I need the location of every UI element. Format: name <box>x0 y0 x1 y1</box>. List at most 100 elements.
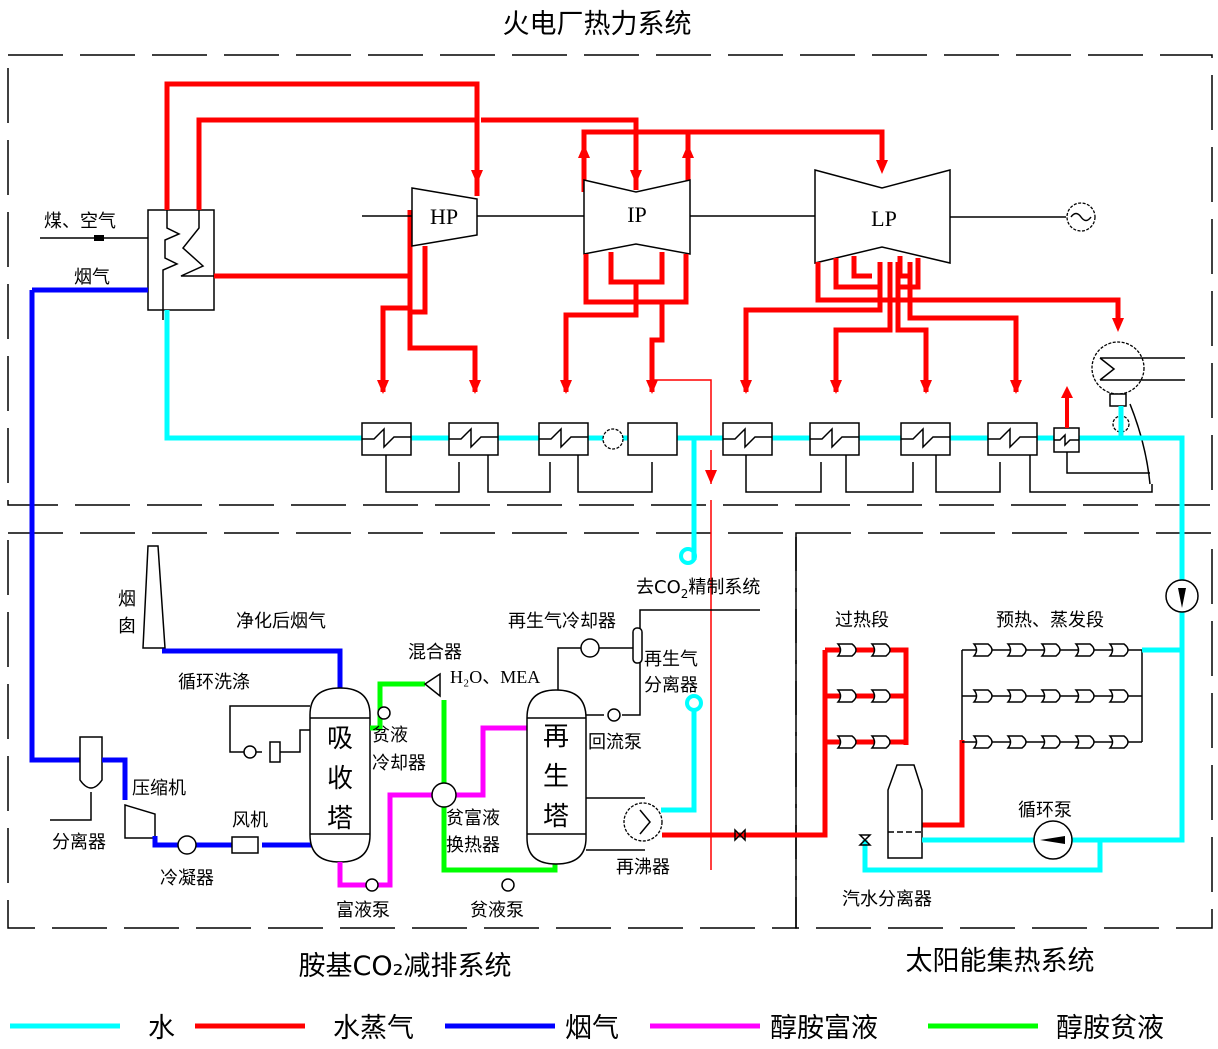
solar-collector <box>1108 735 1129 749</box>
heater <box>448 422 499 456</box>
solar-collector <box>1074 689 1095 703</box>
regen-gas-cooler-label: 再生气冷却器 <box>508 611 616 632</box>
solar-collector <box>1006 735 1027 749</box>
solar-collector <box>1074 735 1095 749</box>
heater <box>538 422 589 456</box>
valve-icon <box>734 828 746 842</box>
heater <box>809 422 860 456</box>
mixer-label: 混合器 <box>408 642 462 663</box>
reflux-pump-label: 回流泵 <box>588 732 642 753</box>
fan-label: 风机 <box>232 810 268 831</box>
arrow-icon <box>94 235 104 241</box>
regen-gas-separator-icon <box>632 627 643 664</box>
boiler <box>40 209 215 320</box>
compressor <box>124 803 156 839</box>
lean-pump-label: 贫液泵 <box>470 900 524 921</box>
hx-label-2: 换热器 <box>446 835 500 856</box>
legend-item: 烟气 <box>445 1013 619 1044</box>
hx-label-1: 贫富液 <box>446 808 500 829</box>
collector-array <box>972 643 1129 749</box>
ip-label: IP <box>627 202 647 227</box>
solar-collector <box>1006 643 1027 657</box>
water-pump-icon <box>679 547 697 565</box>
generator-icon <box>1066 202 1096 232</box>
valve-icon <box>858 834 872 846</box>
lean-cooler-icon <box>377 706 391 720</box>
separator <box>50 736 103 821</box>
compressor-label: 压缩机 <box>132 778 186 799</box>
regenerator-column: 再 生 塔 <box>526 689 587 865</box>
boiler-input-label: 煤、空气 <box>44 211 116 232</box>
flue-gas-line <box>29 287 148 763</box>
steam-branch-thin <box>652 379 712 870</box>
regenerator-label-1: 再 <box>543 722 569 752</box>
deaerator <box>627 422 678 456</box>
regen-separator-label-2: 分离器 <box>644 675 698 696</box>
regen-separator-label-1: 再生气 <box>644 649 698 670</box>
chimney-label-1: 烟 <box>118 589 136 610</box>
circulation-pump-label: 循环泵 <box>1018 800 1072 821</box>
wash-pump-icon <box>243 745 257 759</box>
water-pump-icon <box>685 694 703 712</box>
lean-rich-hx-icon <box>431 782 457 808</box>
rich-pump-icon <box>365 878 379 892</box>
legend-item: 水 <box>10 1013 175 1044</box>
chimney: 烟 囱 <box>118 545 166 649</box>
solar-system: 过热段 预热、蒸发段 循环泵 汽水分离器 <box>825 579 1199 910</box>
reheat-steam-line <box>196 117 639 210</box>
regen-gas-line <box>557 609 760 716</box>
regenerator-label-3: 塔 <box>543 802 569 832</box>
cold-reheat-line <box>214 210 413 279</box>
solar-system-title: 太阳能集热系统 <box>906 946 1095 977</box>
co2-system-frame <box>7 532 797 929</box>
co2-refining-label: 去CO2精制系统 <box>636 577 760 601</box>
regen-gas-cooler-icon <box>580 638 600 658</box>
solar-collector <box>1040 735 1061 749</box>
chimney-label-2: 囱 <box>118 616 136 637</box>
co2-system-title: 胺基CO₂减排系统 <box>299 951 512 982</box>
mixer-icon <box>423 672 441 698</box>
heater <box>900 422 951 456</box>
steam-water-separator <box>887 764 923 859</box>
legend-item: 醇胺富液 <box>650 1013 878 1044</box>
lean-pump-icon <box>501 878 515 892</box>
legend-label: 水 <box>148 1013 175 1044</box>
solar-collector <box>1108 643 1129 657</box>
solar-collector <box>1108 689 1129 703</box>
condenser <box>1091 341 1185 485</box>
thermal-system-frame <box>7 54 1213 506</box>
solar-collector <box>972 735 993 749</box>
solar-collector <box>972 643 993 657</box>
flue-gas-label: 烟气 <box>74 267 110 288</box>
superheat-label: 过热段 <box>835 610 889 631</box>
legend-item: 醇胺贫液 <box>928 1013 1164 1044</box>
clean-flue-gas-line <box>162 648 343 690</box>
legend: 水 水蒸气 烟气 醇胺富液 醇胺贫液 <box>10 1013 1164 1044</box>
solar-collector <box>1074 643 1095 657</box>
heater <box>1053 427 1080 453</box>
heater <box>987 422 1038 456</box>
co2-capture-system: 压缩机 分离器 冷凝器 风机 烟 囱 净化后烟气 循环洗涤 吸 收 塔 <box>29 287 828 921</box>
circulating-wash-label: 循环洗涤 <box>178 672 250 693</box>
rich-amine-line <box>337 725 527 888</box>
legend-label: 烟气 <box>565 1013 619 1044</box>
ip-turbine: IP <box>583 179 691 255</box>
heater <box>722 422 773 456</box>
lean-cooler-label-1: 贫液 <box>372 725 408 746</box>
feed-pump-icon <box>602 428 624 450</box>
thermal-system-title: 火电厂热力系统 <box>503 9 692 40</box>
steam-water-separator-label: 汽水分离器 <box>842 889 932 910</box>
clean-flue-gas-label: 净化后烟气 <box>236 611 326 632</box>
lp-label: LP <box>871 206 897 231</box>
reboiler-steam-line <box>662 650 828 838</box>
collector-row <box>836 643 891 749</box>
feedwater-heaters <box>361 422 1153 493</box>
solar-collector <box>972 689 993 703</box>
legend-label: 水蒸气 <box>333 1013 414 1044</box>
fan-icon <box>231 836 259 854</box>
regenerator-label-2: 生 <box>543 762 569 792</box>
lean-cooler-label-2: 冷却器 <box>372 753 426 774</box>
hp-label: HP <box>430 204 458 229</box>
legend-label: 醇胺富液 <box>770 1013 878 1044</box>
